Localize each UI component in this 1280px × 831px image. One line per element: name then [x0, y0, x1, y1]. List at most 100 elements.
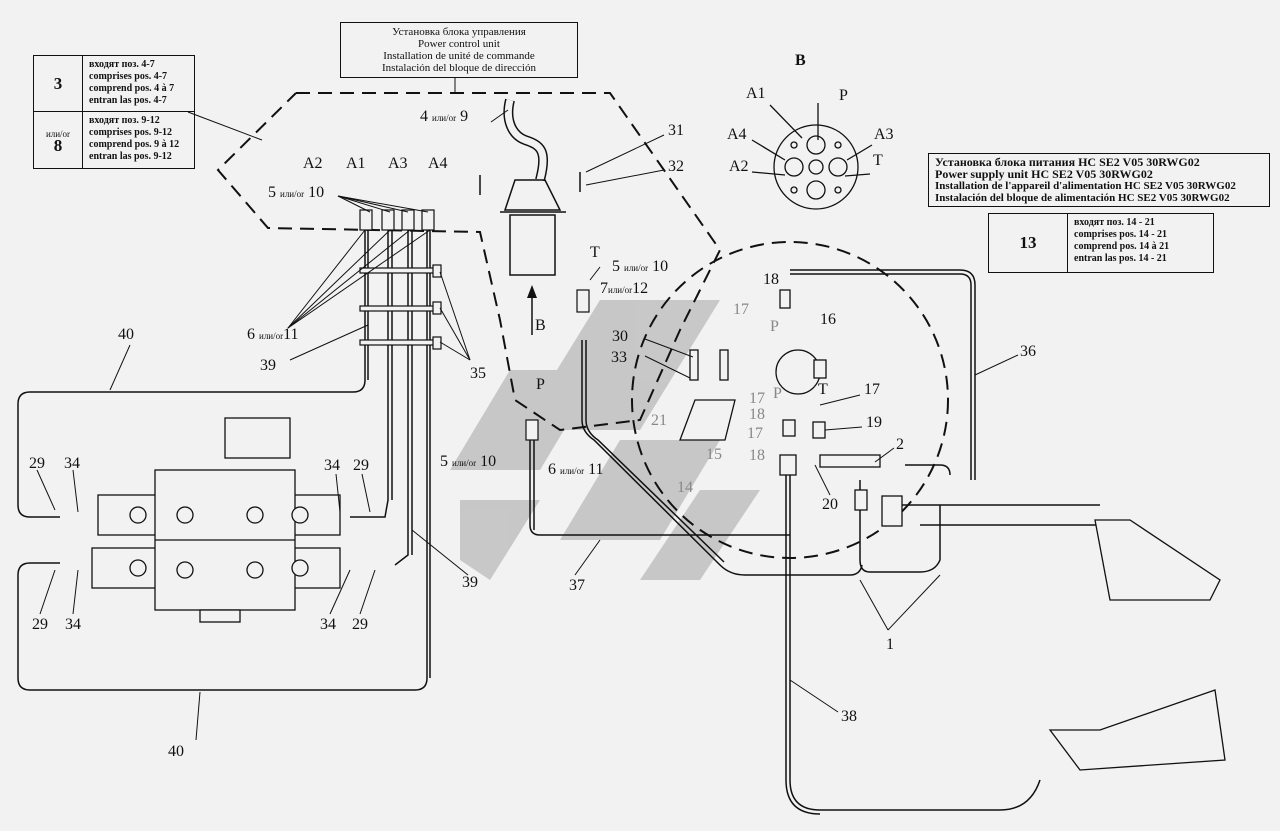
label-a2: A2: [303, 155, 323, 172]
label-12: 12: [632, 280, 649, 297]
label-17-b: 17: [749, 390, 765, 407]
label-a3: A3: [388, 155, 408, 172]
label-6-or-11: 6 или/or11: [247, 326, 299, 344]
label-35: 35: [470, 365, 486, 382]
label-17-c: 17: [747, 425, 763, 442]
label-b-arrow: B: [535, 317, 546, 334]
position-number-3: 3: [34, 56, 83, 112]
label-34-c: 34: [65, 616, 81, 633]
label-14: 14: [677, 479, 693, 496]
label-37: 37: [569, 577, 585, 594]
label-29-c: 29: [32, 616, 48, 633]
label-1: 1: [886, 636, 894, 653]
label-2: 2: [896, 436, 904, 453]
power-unit-title-es: Instalación del bloque de alimentación H…: [935, 192, 1230, 204]
position-13-line-es: entran las pos. 14 - 21: [1074, 253, 1167, 264]
position-8-line-ru: входят поз. 9-12: [89, 115, 160, 126]
label-29-a: 29: [29, 455, 45, 472]
label-32: 32: [668, 158, 684, 175]
label-or-e: или/or: [259, 331, 284, 341]
label-or-a: или/or: [280, 189, 305, 199]
label-p-gray-1: P: [770, 318, 779, 335]
position-13-line-en: comprises pos. 14 - 21: [1074, 229, 1168, 240]
label-or-f: или/or: [452, 458, 477, 468]
label-20: 20: [822, 496, 838, 513]
position-3-line-es: entran las pos. 4-7: [89, 95, 167, 106]
view-b-port-a3: A3: [874, 126, 894, 143]
position-3-line-en: comprises pos. 4-7: [89, 71, 168, 82]
label-or-b: или/or: [432, 113, 457, 123]
label-34-a: 34: [64, 455, 80, 472]
power-unit-title-box: Установка блока питания HC SE2 V05 30RWG…: [928, 153, 1270, 207]
position-box-3: 3 входят поз. 4-7 comprises pos. 4-7 com…: [33, 55, 195, 113]
label-7-or-12: 7или/or12: [600, 280, 648, 298]
label-11: 11: [283, 326, 299, 343]
control-unit-title-ru: Установка блока управления: [392, 26, 526, 38]
position-8-prefix: или/or: [45, 129, 71, 139]
label-t-right: T: [818, 381, 828, 398]
label-7: 7: [600, 280, 608, 297]
position-13-line-ru: входят поз. 14 - 21: [1074, 217, 1155, 228]
label-4-or-9: 4 или/or 9: [420, 108, 468, 126]
label-a1: A1: [346, 155, 366, 172]
label-34-d: 34: [320, 616, 336, 633]
label-t-top: T: [590, 244, 600, 261]
label-11c: 11: [588, 461, 604, 478]
label-6: 6: [247, 326, 255, 343]
label-30: 30: [612, 328, 628, 345]
joystick: [479, 98, 581, 276]
label-10: 10: [308, 184, 325, 201]
label-5b: 5: [612, 258, 620, 275]
label-29-d: 29: [352, 616, 368, 633]
label-34-b: 34: [324, 457, 340, 474]
label-18-a: 18: [763, 271, 779, 288]
position-8-line-en: comprises pos. 9-12: [89, 127, 173, 138]
power-unit-title-en: Power supply unit HC SE2 V05 30RWG02: [935, 167, 1153, 181]
label-39-top: 39: [260, 357, 276, 374]
view-b-title: B: [795, 52, 806, 69]
label-38: 38: [841, 708, 857, 725]
label-18-c: 18: [749, 447, 765, 464]
control-unit-outline: [216, 92, 722, 432]
label-5-or-10: 5 или/or 10: [268, 184, 324, 202]
label-15: 15: [706, 446, 722, 463]
label-or-d: или/or: [608, 285, 633, 295]
label-31: 31: [668, 122, 684, 139]
label-5c: 5: [440, 453, 448, 470]
label-16: 16: [820, 311, 836, 328]
position-13-line-fr: comprend pos. 14 à 21: [1074, 241, 1170, 252]
label-or-g: или/or: [560, 466, 585, 476]
label-17-d: 17: [864, 381, 880, 398]
label-6-or-11-c: 6 или/or 11: [548, 461, 604, 479]
view-b-port-a2: A2: [729, 158, 749, 175]
label-or-c: или/or: [624, 263, 649, 273]
label-10c: 10: [480, 453, 497, 470]
label-21: 21: [651, 412, 667, 429]
control-unit-title-es: Instalación del bloque de dirección: [382, 62, 536, 74]
control-valve-block: [91, 417, 341, 623]
power-unit-title-fr: Installation de l'appareil d'alimentatio…: [935, 180, 1236, 192]
position-number-13: 13: [989, 214, 1068, 272]
label-39-bottom: 39: [462, 574, 478, 591]
position-box-13: 13 входят поз. 14 - 21 comprises pos. 14…: [988, 213, 1214, 273]
label-33: 33: [611, 349, 627, 366]
label-17-a: 17: [733, 301, 749, 318]
position-3-line-fr: comprend pos. 4 à 7: [89, 83, 175, 94]
label-19: 19: [866, 414, 882, 431]
control-unit-title-fr: Installation de unité de commande: [383, 50, 535, 62]
label-6c: 6: [548, 461, 556, 478]
position-8-line-es: entran las pos. 9-12: [89, 151, 172, 162]
label-p-mid: P: [536, 376, 545, 393]
label-5-or-10-b: 5 или/or 10: [612, 258, 668, 276]
view-b-port-t: T: [873, 152, 883, 169]
label-29-b: 29: [353, 457, 369, 474]
label-36: 36: [1020, 343, 1036, 360]
position-8-line-fr: comprend pos. 9 à 12: [89, 139, 180, 150]
label-4: 4: [420, 108, 428, 125]
label-p-gray-2: P: [773, 385, 782, 402]
view-b-port-a1: A1: [746, 85, 766, 102]
power-unit-title-ru: Установка блока питания HC SE2 V05 30RWG…: [935, 155, 1200, 169]
power-unit-details: [679, 289, 1226, 771]
label-40-top: 40: [118, 326, 134, 343]
